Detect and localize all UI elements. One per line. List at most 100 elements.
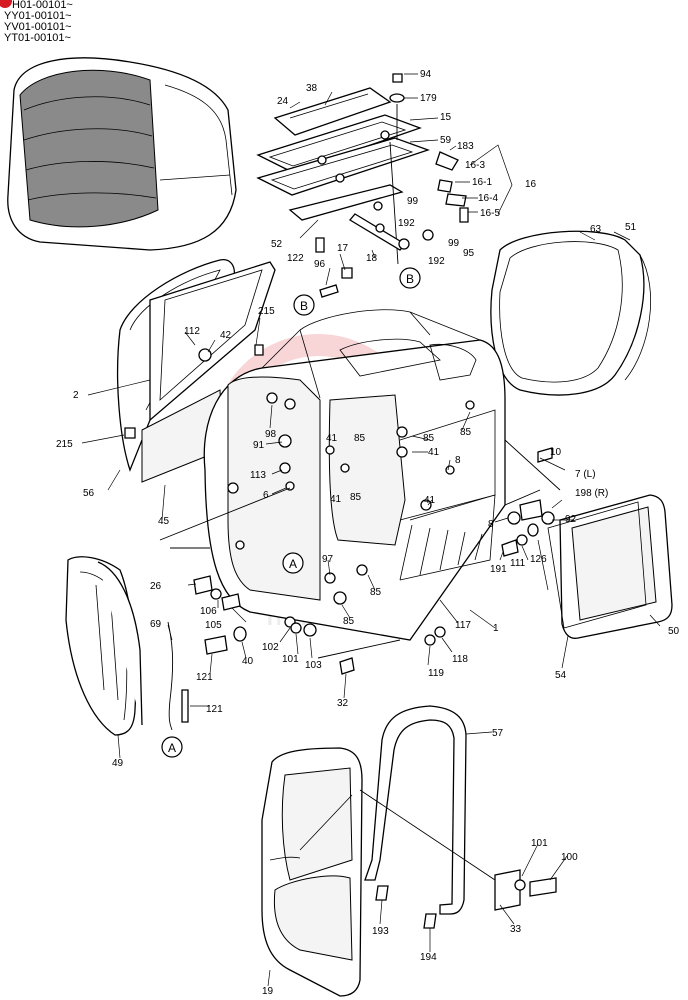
part-label: 50 <box>668 626 680 637</box>
part-label: 106 <box>200 606 217 617</box>
part-label: 24 <box>277 96 289 107</box>
part-label: 57 <box>492 728 504 739</box>
part-label: 122 <box>287 253 304 264</box>
part-label: 85 <box>354 433 366 444</box>
part-label: 179 <box>420 93 437 104</box>
leader-lines <box>81 73 661 987</box>
part-label: 15 <box>440 112 452 123</box>
part-label: 101 <box>282 654 299 665</box>
part-label: 85 <box>343 616 355 627</box>
callout-a-body: A <box>289 557 297 571</box>
part-label: 6 <box>263 490 269 501</box>
part-label: 193 <box>372 926 389 937</box>
cab-door <box>261 705 557 997</box>
part-label: 99 <box>448 238 460 249</box>
part-label: 98 <box>265 429 277 440</box>
part-label: 97 <box>322 554 334 565</box>
part-label: 191 <box>490 564 507 575</box>
part-label: 99 <box>407 196 419 207</box>
part-label: 69 <box>150 619 162 630</box>
part-label: 119 <box>428 668 444 679</box>
part-label: 38 <box>306 83 318 94</box>
rear-window <box>547 494 673 639</box>
part-label: 215 <box>56 439 73 450</box>
part-label: 118 <box>452 654 468 665</box>
part-label: 194 <box>420 952 437 963</box>
part-label: 19 <box>262 986 274 997</box>
part-label: 8 <box>455 455 461 466</box>
part-label: 16-5 <box>480 208 500 219</box>
serial-number-4: YT01-00101~ <box>4 32 71 44</box>
callout-b-group: B B <box>293 267 421 316</box>
part-label: 63 <box>590 224 602 235</box>
part-label: 16-4 <box>478 193 498 204</box>
callout-b-mid: B <box>300 299 308 313</box>
part-label: 41 <box>424 495 436 506</box>
cab-thumbnail <box>7 57 237 251</box>
red-corner-badge <box>0 0 12 8</box>
serial-number-3: YV01-00101~ <box>4 21 72 33</box>
part-label: 192 <box>428 256 445 267</box>
serial-number-list: H01-00101~ YY01-00101~ YV01-00101~ YT01-… <box>0 0 73 44</box>
roof-window-assembly <box>256 73 469 298</box>
part-label: 40 <box>242 656 254 667</box>
part-label: 121 <box>206 704 223 715</box>
part-number-labels: 94 179 38 24 15 59 183 16-3 16-1 16 16-4… <box>56 69 680 997</box>
part-label: 2 <box>73 390 79 401</box>
window-seals <box>490 230 651 396</box>
part-label: 103 <box>305 660 322 671</box>
part-label: 215 <box>258 306 275 317</box>
part-label: 16-3 <box>465 160 485 171</box>
callout-b-top: B <box>406 272 414 286</box>
part-label: 102 <box>262 642 279 653</box>
part-label: 59 <box>440 135 452 146</box>
part-label: 100 <box>561 852 578 863</box>
serial-number-2: YY01-00101~ <box>4 10 72 22</box>
part-label: 112 <box>184 326 200 337</box>
part-label: 85 <box>423 433 435 444</box>
part-label: 92 <box>565 514 577 525</box>
part-label: 198 (R) <box>575 488 608 499</box>
part-label: 117 <box>455 620 471 631</box>
callout-a-bottom: A <box>168 741 176 755</box>
part-label: 41 <box>428 447 440 458</box>
part-label: 18 <box>366 253 378 264</box>
part-label: 51 <box>625 222 637 233</box>
part-label: 33 <box>510 924 522 935</box>
cab-frame <box>203 309 506 641</box>
part-label: 126 <box>530 554 547 565</box>
part-label: 52 <box>271 239 283 250</box>
part-label: 121 <box>196 672 213 683</box>
part-label: 8 <box>488 519 494 530</box>
part-label: 7 (L) <box>575 469 596 480</box>
callout-a-group: A A <box>161 552 304 758</box>
part-label: 91 <box>253 440 265 451</box>
part-label: 111 <box>510 558 526 569</box>
part-label: 17 <box>337 243 349 254</box>
serial-number-1: H01-00101~ <box>12 0 73 11</box>
part-label: 16 <box>525 179 537 190</box>
part-label: 42 <box>220 330 232 341</box>
part-label: 85 <box>370 587 382 598</box>
part-label: 41 <box>326 433 338 444</box>
part-label: 56 <box>83 488 95 499</box>
hardware-parts <box>159 439 561 731</box>
part-label: 96 <box>314 259 326 270</box>
part-label: 1 <box>493 623 499 634</box>
left-fixed-glass <box>65 556 143 736</box>
part-label: 85 <box>350 492 362 503</box>
part-label: 192 <box>398 218 415 229</box>
part-label: 45 <box>158 516 170 527</box>
part-label: 94 <box>420 69 432 80</box>
part-label: 49 <box>112 758 124 769</box>
part-label: 41 <box>330 494 342 505</box>
part-label: 10 <box>550 447 562 458</box>
part-label: 113 <box>250 470 266 481</box>
part-label: 95 <box>463 248 475 259</box>
part-label: 54 <box>555 670 567 681</box>
part-label: 16-1 <box>472 177 492 188</box>
part-label: 105 <box>205 620 222 631</box>
part-label: 183 <box>457 141 474 152</box>
part-label: 85 <box>460 427 472 438</box>
